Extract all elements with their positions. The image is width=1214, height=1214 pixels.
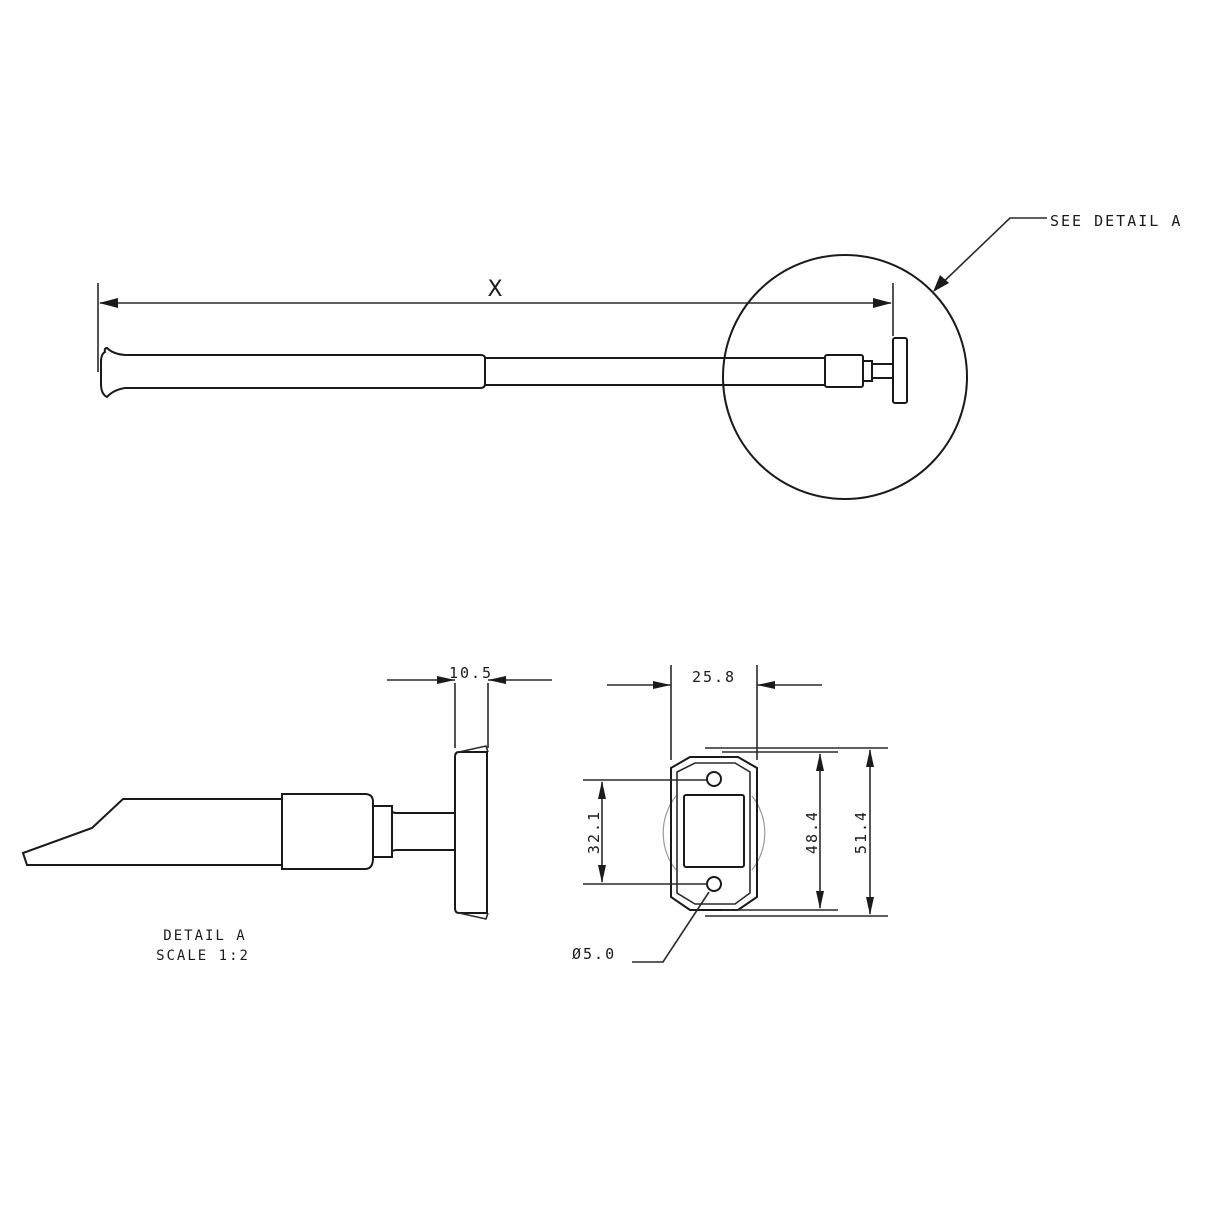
mounting-hole-top bbox=[706, 771, 722, 787]
arrow-icon bbox=[653, 681, 671, 689]
diameter-leader bbox=[632, 891, 710, 963]
detail-plate bbox=[454, 751, 488, 914]
collar-step bbox=[862, 360, 873, 382]
mounting-hole-bottom bbox=[706, 876, 722, 892]
see-detail-callout: SEE DETAIL A bbox=[1050, 212, 1182, 230]
arrow-icon bbox=[598, 865, 606, 883]
end-plate-inner bbox=[676, 762, 751, 905]
detail-circle bbox=[722, 254, 968, 500]
center-window bbox=[683, 794, 745, 868]
dim-width: 25.8 bbox=[692, 668, 736, 686]
detail-a-view: 10.5 DETAIL A SCALE 1:2 bbox=[21, 664, 552, 964]
dim-hole-spacing: 32.1 bbox=[585, 810, 603, 854]
arrow-icon bbox=[757, 681, 775, 689]
handle-body bbox=[100, 346, 486, 399]
dim-inner-height: 48.4 bbox=[803, 810, 821, 854]
detail-collar-step bbox=[372, 805, 393, 858]
arrow-right-icon bbox=[873, 298, 892, 308]
arrow-icon bbox=[866, 749, 874, 767]
dim-thickness: 10.5 bbox=[449, 664, 493, 682]
arrow-icon bbox=[816, 753, 824, 771]
end-plate bbox=[892, 337, 908, 404]
handle-tip bbox=[21, 798, 282, 866]
detail-title: DETAIL A bbox=[163, 928, 246, 944]
detail-collar bbox=[281, 793, 374, 870]
detail-scale: SCALE 1:2 bbox=[156, 948, 250, 964]
collar bbox=[824, 354, 864, 388]
arrow-icon bbox=[866, 897, 874, 915]
dim-outer-height: 51.4 bbox=[852, 810, 870, 854]
arrow-icon bbox=[488, 676, 506, 684]
arrow-left-icon bbox=[99, 298, 118, 308]
overall-length-label: X bbox=[487, 277, 502, 302]
callout-leader bbox=[934, 217, 1047, 291]
arrow-icon bbox=[437, 676, 455, 684]
arrow-icon bbox=[598, 781, 606, 799]
arrow-icon bbox=[816, 891, 824, 909]
main-view: X SEE DETAIL A bbox=[97, 212, 1182, 500]
callout-arrow-icon bbox=[933, 275, 949, 292]
end-view: 25.8 32.1 48.4 51.4 Ø5.0 bbox=[572, 665, 888, 963]
dim-hole-diameter: Ø5.0 bbox=[572, 945, 616, 963]
